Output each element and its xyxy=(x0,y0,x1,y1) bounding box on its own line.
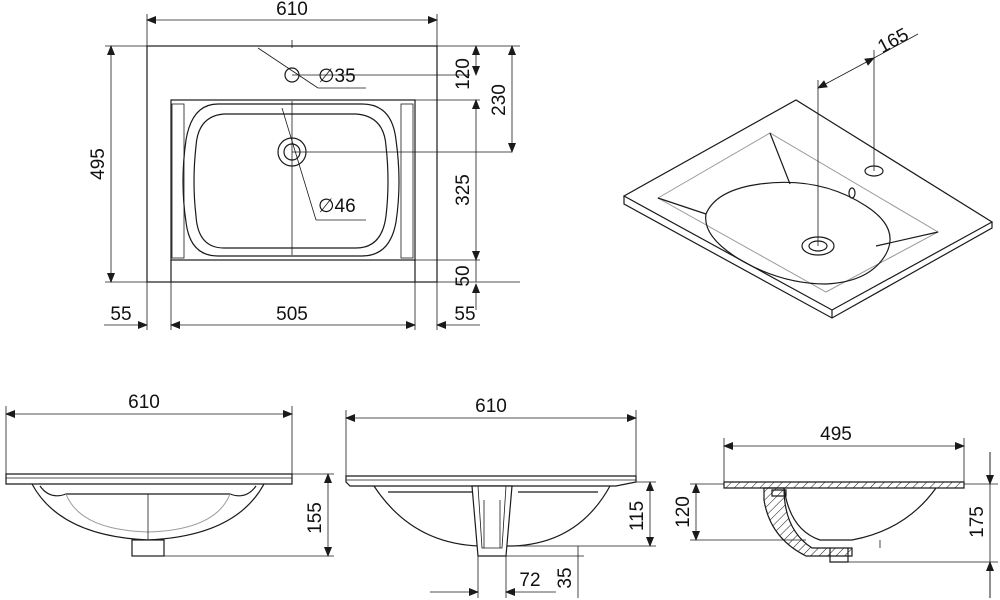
tap-offset-label: 120 xyxy=(453,58,474,90)
iso-view: 165 xyxy=(622,24,994,319)
drain-offset-label: 230 xyxy=(489,84,510,116)
side-inner-height-label: 120 xyxy=(673,496,694,528)
drain-hole-icon xyxy=(277,137,307,167)
front-height-label: 155 xyxy=(305,502,326,534)
front-slab xyxy=(5,473,293,485)
top-depth-label: 495 xyxy=(88,148,109,180)
top-view: ∅35 ∅46 610 495 120 230 325 50 55 xyxy=(88,0,520,330)
tap-hole-label: ∅35 xyxy=(318,66,356,87)
back-width-label: 610 xyxy=(475,396,507,417)
side-total-height-label: 175 xyxy=(967,506,988,538)
back-outlet xyxy=(471,485,513,557)
bowl-width-label: 505 xyxy=(276,304,308,325)
side-section xyxy=(763,487,853,557)
front-view: 610 155 xyxy=(5,392,334,557)
tap-axis-label: 165 xyxy=(874,24,912,57)
front-width-label: 610 xyxy=(128,392,160,413)
top-view-bowl-frame xyxy=(170,99,416,261)
bowl-depth-label: 325 xyxy=(453,174,474,206)
back-slab xyxy=(345,475,637,487)
right-margin-label: 55 xyxy=(454,304,475,325)
side-view: 495 120 175 xyxy=(673,424,998,598)
left-margin-label: 55 xyxy=(110,304,131,325)
top-view-bowl xyxy=(182,103,400,257)
outlet-width-label: 72 xyxy=(519,570,540,591)
iso-bowl xyxy=(705,181,891,285)
back-height-label: 115 xyxy=(627,501,648,531)
front-outlet xyxy=(131,539,165,557)
top-width-label: 610 xyxy=(276,0,308,20)
front-margin-label: 50 xyxy=(453,265,474,286)
side-slab xyxy=(723,481,965,489)
side-depth-label: 495 xyxy=(820,424,852,445)
outlet-height-label: 35 xyxy=(555,567,576,588)
drain-hole-label: ∅46 xyxy=(318,196,356,217)
back-view: 610 115 72 35 xyxy=(345,396,656,598)
